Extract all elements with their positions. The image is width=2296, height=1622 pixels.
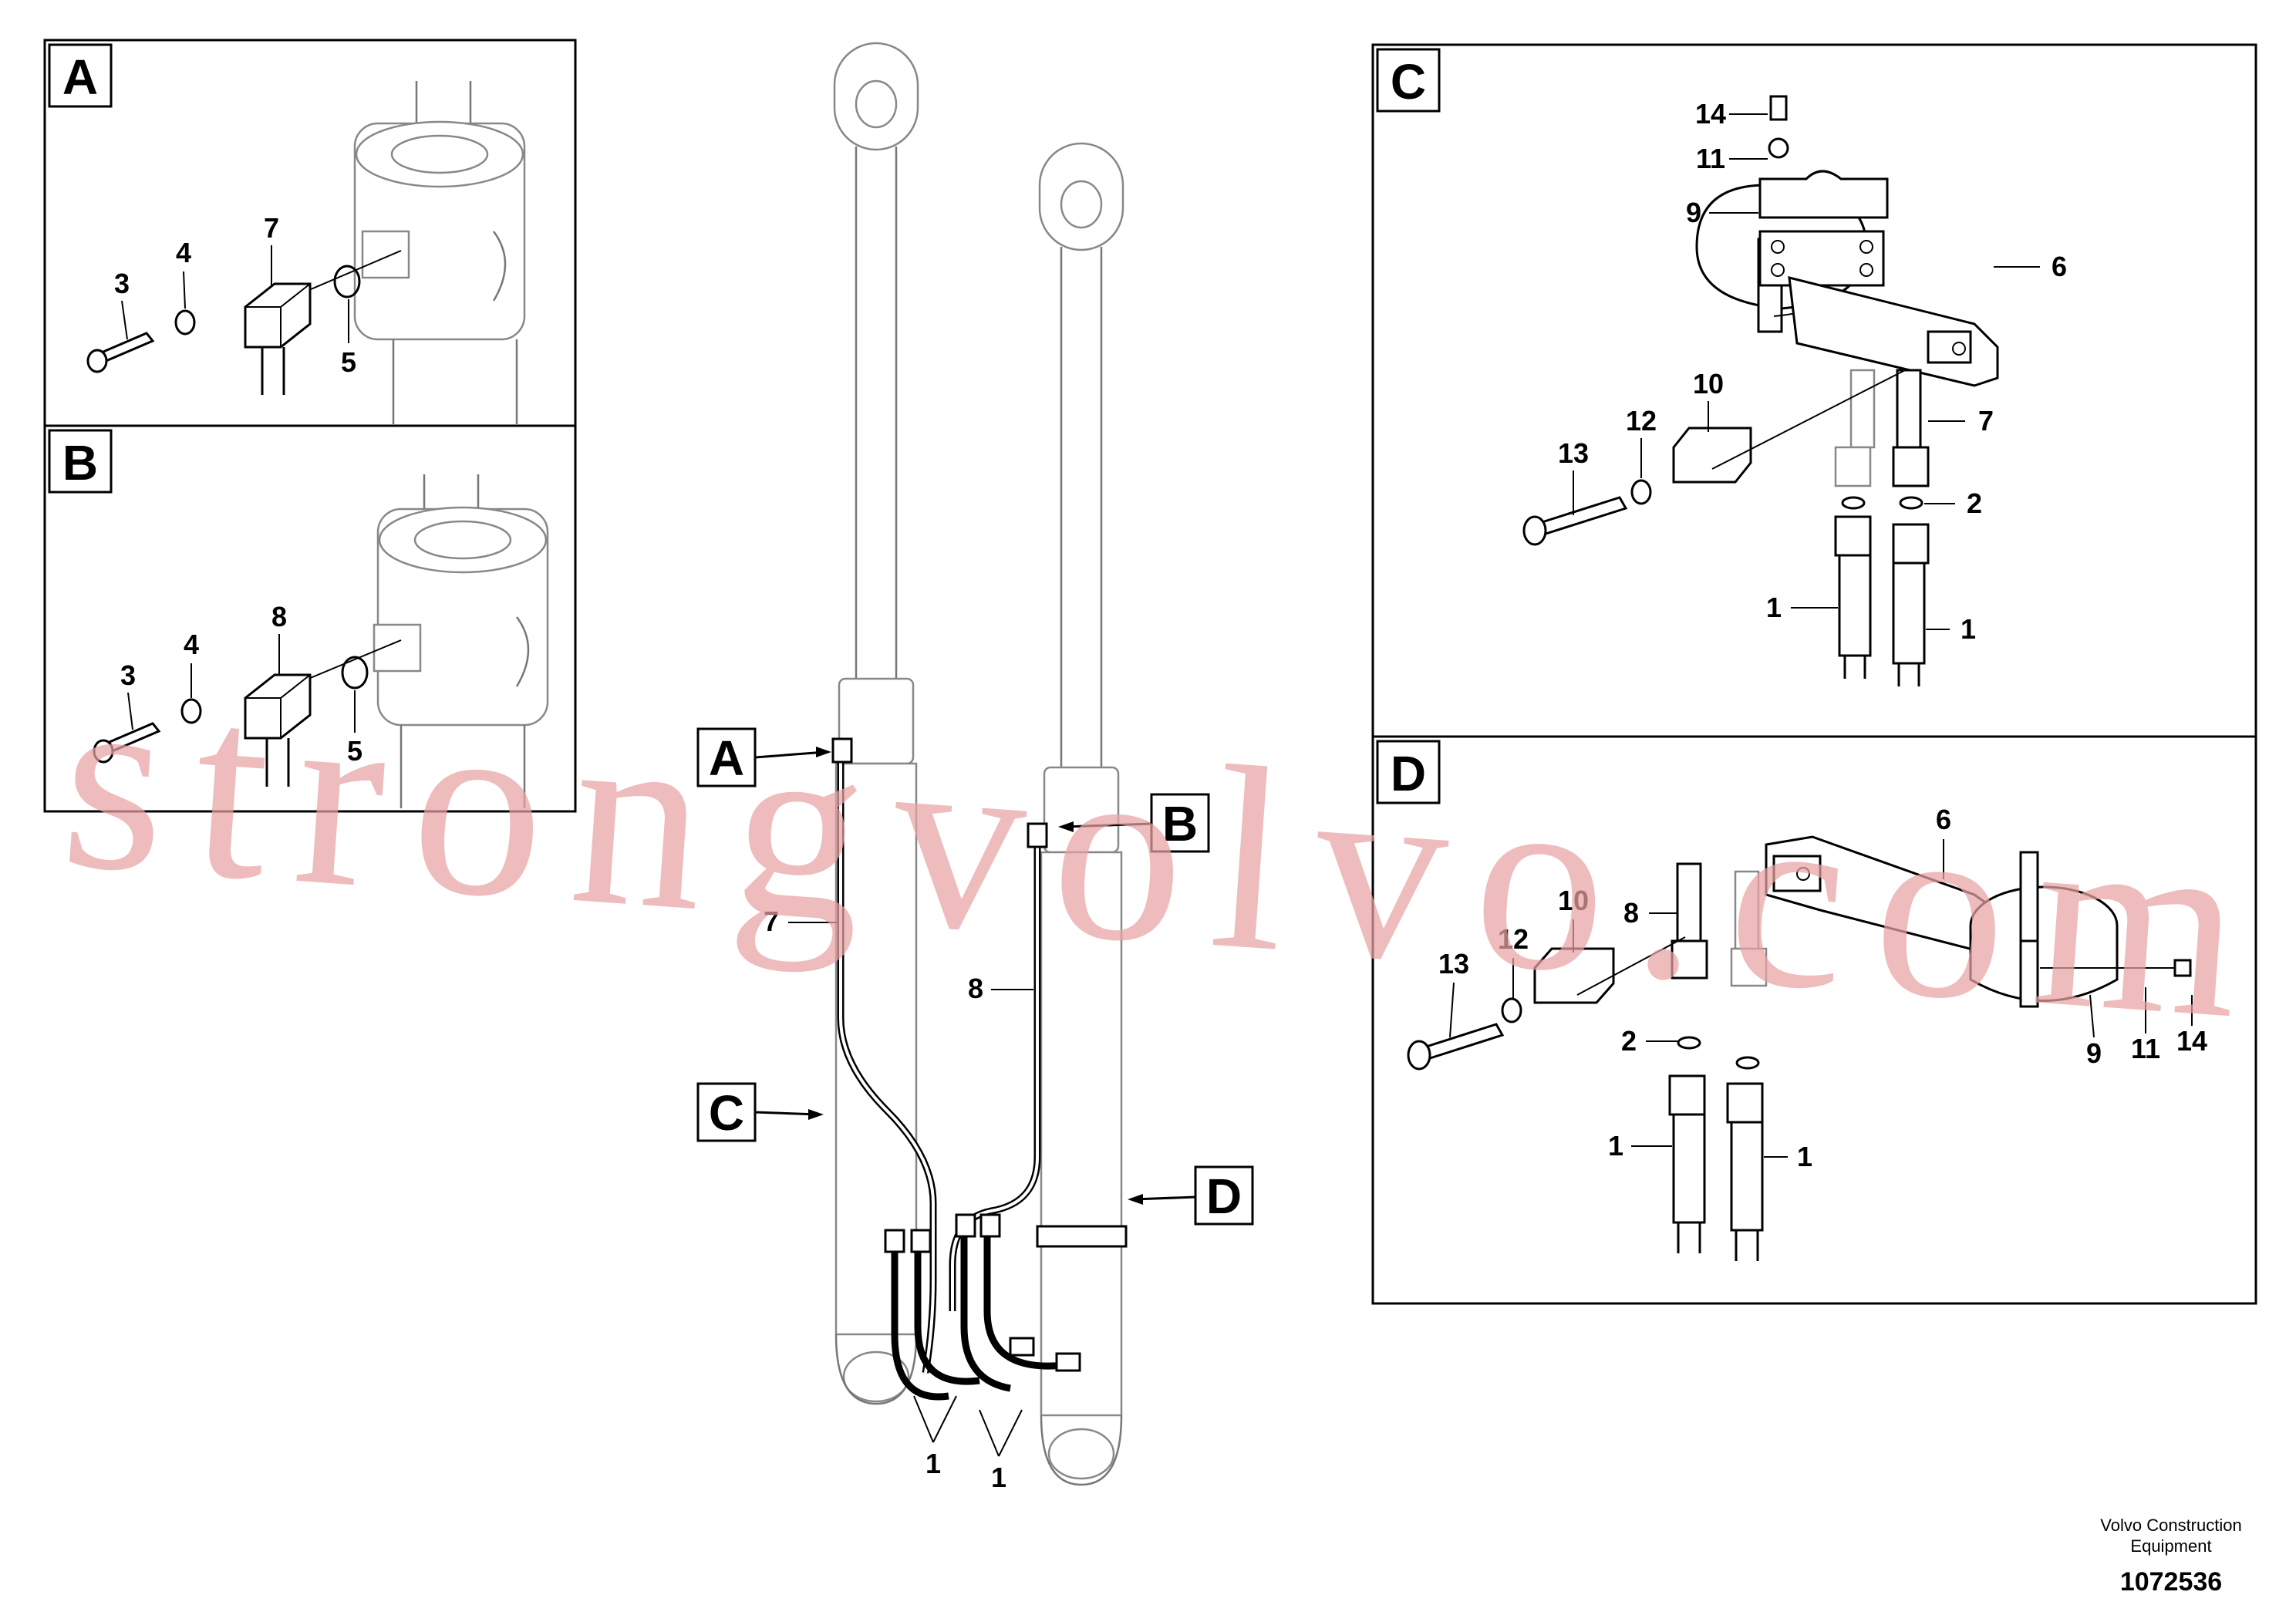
panel-b-tag: B [62,435,98,491]
callout-c-1-right: 1 [1961,613,1976,645]
panel-c-tag: C [1391,54,1426,110]
main-tag-c: C [709,1085,744,1141]
panel-d-tag: D [1391,746,1426,801]
brand-line-2: Equipment [2130,1536,2211,1556]
callout-d-2: 2 [1621,1025,1637,1057]
callout-b-3: 3 [120,659,136,691]
callout-d-11: 11 [2131,1033,2160,1064]
callout-c-1-left: 1 [1766,592,1782,623]
callout-d-1-right: 1 [1797,1141,1812,1172]
footer: Volvo Construction Equipment 1072536 [2100,1516,2241,1597]
callout-a-3: 3 [114,268,130,299]
main-callout-1-right: 1 [991,1462,1006,1493]
detail-panel-b: B 3 4 8 5 [43,424,577,813]
callout-d-8: 8 [1623,897,1639,929]
main-callout-1-left: 1 [925,1448,941,1479]
callout-d-14: 14 [2176,1025,2207,1057]
callout-c-14: 14 [1695,98,1726,130]
callout-c-12: 12 [1626,405,1657,437]
main-tag-b: B [1162,796,1198,851]
callout-c-11: 11 [1696,143,1725,174]
callout-c-13: 13 [1558,437,1589,469]
detail-panel-a: A 3 4 7 5 [43,39,577,427]
callout-c-2: 2 [1967,487,1982,519]
callout-c-9: 9 [1686,197,1701,228]
main-tag-d: D [1206,1168,1242,1224]
callout-d-6: 6 [1936,804,1951,835]
main-callout-8: 8 [968,973,983,1004]
brand-line-1: Volvo Construction [2100,1516,2241,1535]
watermark-text: strongvolvo.com [54,631,2278,1075]
main-assembly-view: A B C D 7 8 1 1 [696,42,1254,1493]
callout-d-12: 12 [1498,923,1529,955]
callout-b-5: 5 [347,735,362,767]
main-tag-a: A [709,730,744,786]
callout-b-4: 4 [184,629,199,660]
callout-a-7: 7 [264,212,279,244]
callout-a-5: 5 [341,346,356,378]
callout-d-10: 10 [1558,885,1589,916]
callout-d-13: 13 [1438,948,1469,980]
detail-panel-d: D 6 10 8 12 [1371,735,2257,1305]
detail-panel-c: C 14 11 [1371,43,2257,738]
callout-d-9: 9 [2086,1037,2102,1069]
callout-d-1-left: 1 [1608,1130,1623,1162]
main-callout-7: 7 [764,905,779,937]
callout-a-4: 4 [176,237,191,268]
callout-c-6: 6 [2052,251,2067,282]
callout-c-7: 7 [1978,405,1994,437]
panel-a-tag: A [62,49,98,105]
document-number: 1072536 [2120,1567,2222,1597]
callout-c-10: 10 [1693,368,1724,400]
callout-b-8: 8 [271,601,287,632]
